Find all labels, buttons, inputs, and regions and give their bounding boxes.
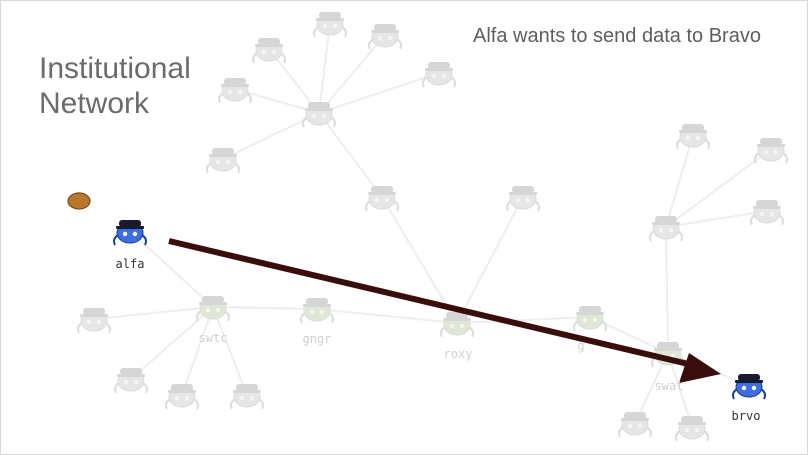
slide-caption: Alfa wants to send data to Bravo (473, 25, 761, 47)
node-label-alfa: alfa (115, 257, 145, 271)
octocat-robot-icon (206, 148, 240, 174)
network-edge (665, 210, 768, 228)
network-edge (316, 308, 458, 324)
network-edge (665, 148, 772, 228)
octocat-robot-icon (365, 186, 399, 212)
octocat-robot-icon (252, 38, 286, 64)
node-label-swtc: swtc (198, 331, 228, 345)
octocat-robot-icon (506, 186, 540, 212)
node-label-gngr: gngr (302, 332, 332, 346)
network-edge (665, 134, 694, 228)
arrow-head-icon (679, 353, 721, 383)
network-edge (93, 306, 214, 320)
octocat-robot-icon (113, 220, 147, 246)
octocat-robot-icon (440, 312, 474, 338)
network-edge (381, 196, 458, 324)
network-edge (181, 306, 214, 396)
octocat-robot-icon (618, 412, 652, 438)
network-edge (456, 196, 524, 324)
network-edge (212, 306, 318, 310)
network-edge (634, 352, 669, 424)
node-label-roxy: roxy (443, 347, 473, 361)
octocat-robot-icon (313, 12, 347, 38)
slide-title: Institutional Network (39, 51, 259, 121)
node-label-partial: g (577, 339, 585, 353)
octocat-robot-icon (750, 200, 784, 226)
octocat-robot-icon (732, 374, 766, 400)
data-packet-icon (67, 192, 91, 210)
octocat-robot-icon (675, 416, 709, 442)
octocat-robot-icon (368, 24, 402, 50)
network-edge (456, 316, 591, 324)
octocat-robot-icon (300, 298, 334, 324)
network-edge (318, 112, 383, 198)
octocat-robot-icon (649, 216, 683, 242)
octocat-robot-icon (302, 102, 336, 128)
octocat-robot-icon (422, 62, 456, 88)
title-line-2: Network (39, 87, 150, 120)
network-edge (665, 226, 669, 354)
octocat-robot-icon (230, 384, 264, 410)
octocat-robot-icon (77, 308, 111, 334)
octocat-robot-icon (676, 124, 710, 150)
network-edge (318, 72, 440, 114)
network-edge (130, 306, 214, 380)
network-edge (212, 306, 248, 396)
octocat-robot-icon (165, 384, 199, 410)
network-edge (318, 34, 386, 114)
transfer-arrow (168, 238, 702, 370)
title-line-1: Institutional (39, 52, 191, 85)
network-edge (318, 22, 331, 114)
node-label-brvo: brvo (731, 409, 761, 423)
octocat-robot-icon (573, 306, 607, 332)
node-label-swat: swat (654, 379, 684, 393)
network-edge (129, 230, 214, 308)
octocat-robot-icon (218, 78, 252, 104)
octocat-robot-icon (196, 296, 230, 322)
octocat-robot-icon (114, 368, 148, 394)
octocat-robot-icon (754, 138, 788, 164)
network-edge (667, 352, 693, 428)
